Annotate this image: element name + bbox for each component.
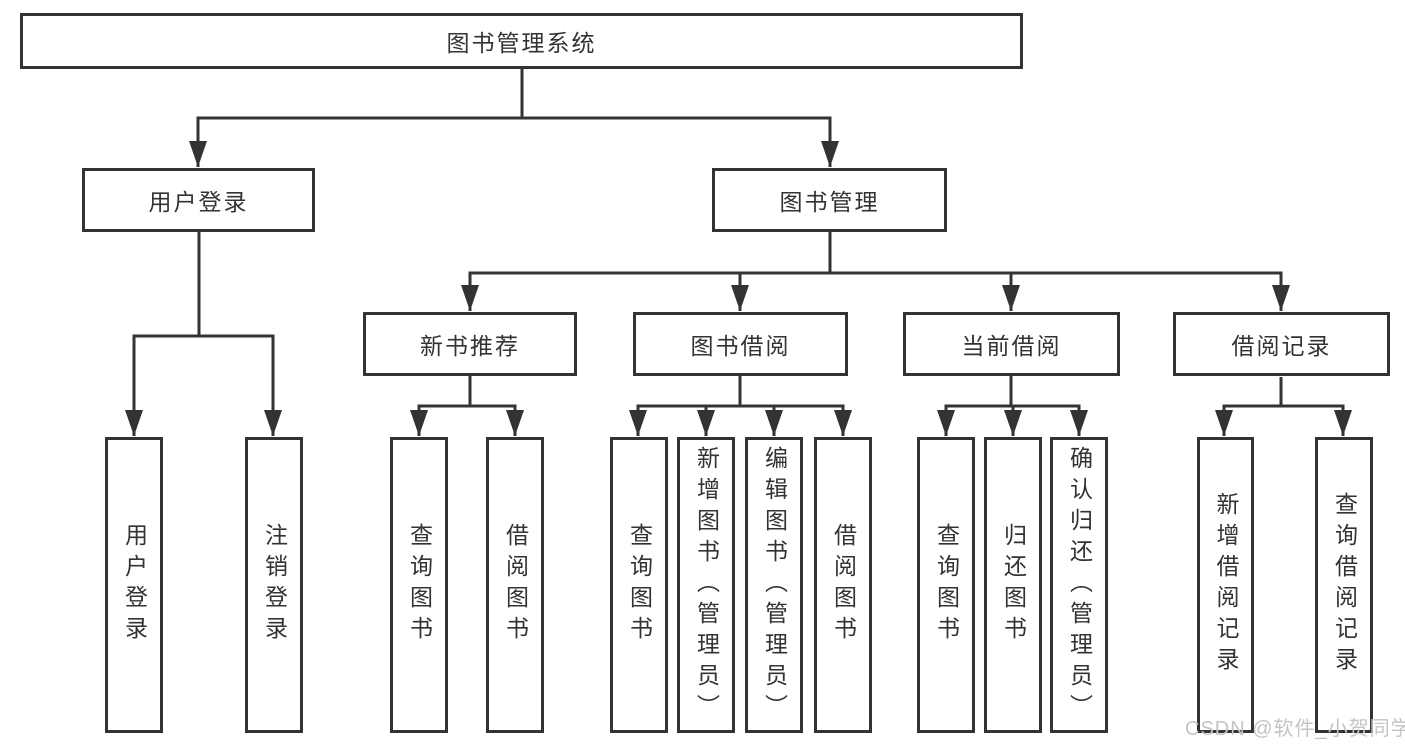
node-new-book-recommend: 新书推荐 [363, 312, 577, 376]
watermark: CSDN @软件_小贺同学 [1185, 718, 1405, 740]
node-query-books-3: 查询图书 [917, 437, 975, 733]
node-borrow-books-1: 借阅图书 [486, 437, 544, 733]
arrowhead-icon [731, 285, 749, 311]
node-label: 确认归还（管理员） [1066, 445, 1093, 725]
node-label: 借阅记录 [1231, 333, 1332, 359]
arrowhead-icon [697, 410, 715, 436]
node-borrow-books-2: 借阅图书 [814, 437, 872, 733]
node-label: 新增图书（管理员） [693, 445, 720, 725]
node-label: 新增借阅记录 [1213, 492, 1239, 678]
arrowhead-icon [1004, 410, 1022, 436]
node-current-borrowing: 当前借阅 [903, 312, 1120, 376]
connector-paths [132, 69, 1345, 436]
node-label: 用户登录 [121, 523, 148, 647]
node-label: 编辑图书（管理员） [761, 445, 788, 725]
node-user-login-leaf: 用户登录 [105, 437, 163, 733]
node-book-management: 图书管理 [712, 168, 947, 232]
arrowhead-icon [1002, 285, 1020, 311]
connector-borrow-records-to-leaves [1222, 377, 1345, 436]
node-label: 借阅图书 [830, 523, 857, 647]
node-add-borrow-record: 新增借阅记录 [1197, 437, 1254, 733]
node-label: 借阅图书 [502, 523, 529, 647]
arrowhead-icon [506, 410, 524, 436]
arrowhead-icon [189, 141, 207, 167]
connector-new-book-recommend-to-leaves [417, 376, 517, 436]
connector-root-to-level2 [196, 69, 832, 167]
node-label: 查询借阅记录 [1331, 492, 1358, 678]
arrowhead-icon [937, 410, 955, 436]
node-user-login: 用户登录 [82, 168, 315, 232]
node-logout-leaf: 注销登录 [245, 437, 303, 733]
node-library-management-system: 图书管理系统 [20, 13, 1023, 69]
connector-book-management-to-level3 [468, 232, 1283, 311]
node-query-books-2: 查询图书 [610, 437, 668, 733]
node-query-borrow-record: 查询借阅记录 [1315, 437, 1373, 733]
node-confirm-return-admin: 确认归还（管理员） [1050, 437, 1108, 733]
node-add-books-admin: 新增图书（管理员） [677, 437, 735, 733]
arrowhead-icon [834, 410, 852, 436]
node-label: 新书推荐 [420, 333, 520, 359]
node-query-books-1: 查询图书 [390, 437, 448, 733]
node-label: 归还图书 [1000, 523, 1027, 647]
arrowhead-icon [1215, 410, 1233, 436]
node-borrow-records: 借阅记录 [1173, 312, 1390, 376]
arrowhead-icon [1334, 410, 1352, 436]
arrowhead-icon [264, 410, 282, 436]
arrowhead-icon [410, 410, 428, 436]
arrowhead-icon [821, 141, 839, 167]
arrowheads [125, 141, 1352, 436]
node-book-borrowing: 图书借阅 [633, 312, 848, 376]
node-label: 查询图书 [406, 523, 433, 647]
node-label: 查询图书 [933, 523, 960, 647]
arrowhead-icon [765, 410, 783, 436]
node-label: 图书管理系统 [446, 30, 597, 56]
node-return-books: 归还图书 [984, 437, 1042, 733]
node-label: 当前借阅 [961, 333, 1062, 359]
arrowhead-icon [461, 285, 479, 311]
node-edit-books-admin: 编辑图书（管理员） [745, 437, 803, 733]
arrowhead-icon [1070, 410, 1088, 436]
arrowhead-icon [1272, 285, 1290, 311]
node-label: 注销登录 [261, 523, 288, 647]
node-label: 图书借阅 [690, 333, 791, 359]
node-label: 图书管理 [779, 189, 880, 215]
connector-book-borrowing-to-leaves [636, 376, 845, 436]
arrowhead-icon [629, 410, 647, 436]
connector-user-login-to-leaves [132, 232, 275, 436]
node-label: 查询图书 [626, 523, 653, 647]
arrowhead-icon [125, 410, 143, 436]
node-label: 用户登录 [148, 189, 249, 215]
